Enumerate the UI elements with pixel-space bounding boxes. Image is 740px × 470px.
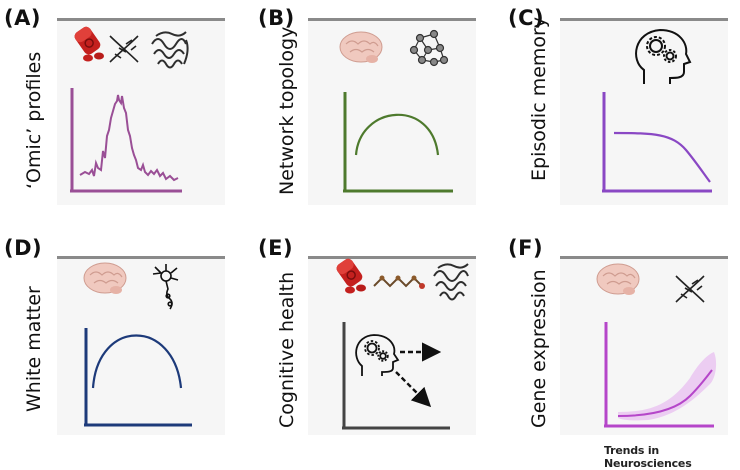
brain-icon bbox=[596, 263, 640, 295]
panel-card-f bbox=[560, 256, 728, 435]
omic-profile-axes bbox=[70, 88, 182, 193]
brain-icon bbox=[339, 31, 383, 63]
panel-letter-b: (B) bbox=[258, 6, 295, 30]
panel-letter-e: (E) bbox=[258, 236, 294, 260]
gene-expression-confidence-band bbox=[618, 352, 717, 421]
panel-card-c bbox=[560, 18, 728, 205]
network-topology-axes bbox=[343, 92, 453, 193]
gene-expression-curve bbox=[617, 369, 713, 417]
dna-icon bbox=[675, 275, 705, 303]
pills-icon bbox=[74, 26, 104, 62]
network-icon bbox=[409, 29, 449, 67]
protein-icon bbox=[433, 263, 469, 301]
head-gears-icon bbox=[635, 28, 692, 84]
dna-icon bbox=[109, 35, 139, 63]
pills-icon bbox=[336, 258, 366, 294]
head-gears-icon bbox=[355, 334, 400, 376]
dashed-arrow-icon bbox=[395, 342, 442, 408]
episodic-memory-axes bbox=[602, 92, 712, 193]
panel-letter-f: (F) bbox=[508, 236, 544, 260]
molecule-icon bbox=[373, 275, 425, 289]
cognitive-health-axes bbox=[342, 322, 450, 430]
panel-card-e bbox=[308, 256, 476, 435]
neuron-icon bbox=[152, 264, 179, 310]
panel-letter-c: (C) bbox=[508, 6, 545, 30]
white-matter-axes bbox=[84, 328, 192, 427]
white-matter-curve bbox=[91, 334, 183, 389]
brain-icon bbox=[83, 262, 127, 294]
network-topology-curve bbox=[354, 113, 440, 156]
gene-expression-axes bbox=[604, 322, 714, 428]
journal-credit: Trends in Neurosciences bbox=[604, 444, 692, 470]
panel-card-b bbox=[308, 18, 476, 205]
protein-icon bbox=[151, 31, 189, 69]
panel-letter-a: (A) bbox=[4, 6, 41, 30]
panel-letter-d: (D) bbox=[4, 236, 43, 260]
episodic-memory-curve bbox=[613, 131, 711, 183]
omic-profile-curve bbox=[79, 94, 179, 182]
